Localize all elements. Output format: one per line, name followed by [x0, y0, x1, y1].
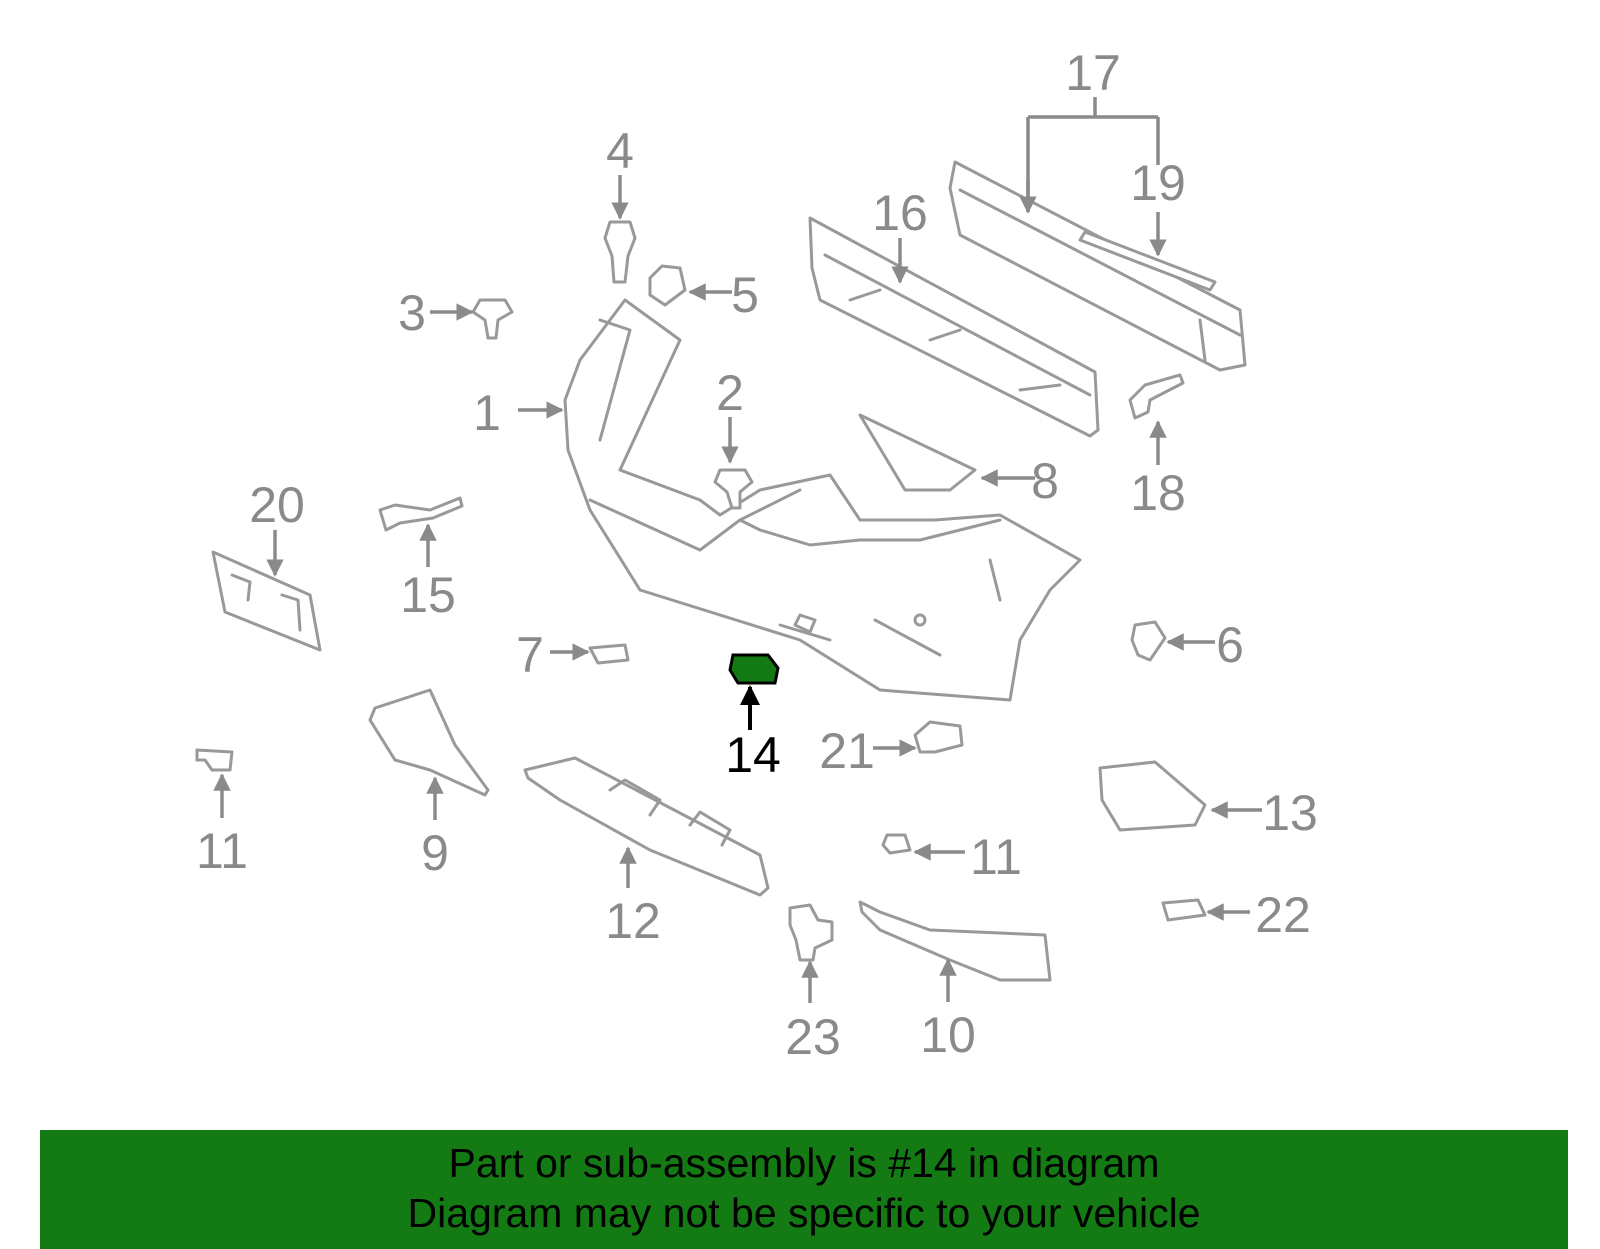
callout-10: 10 — [920, 1007, 976, 1063]
callout-6: 6 — [1216, 617, 1244, 673]
callout-17: 17 — [1065, 45, 1121, 101]
part-4-pushpin — [603, 220, 637, 284]
parts-diagram: 1 2 3 4 5 6 7 8 9 10 11 11 12 13 14 15 1… — [195, 45, 1318, 1065]
part-8-bracket — [858, 413, 977, 492]
callout-7: 7 — [516, 627, 544, 683]
callout-11-left: 11 — [196, 823, 248, 879]
callout-1: 1 — [473, 385, 501, 441]
part-12-undercover — [523, 756, 770, 897]
part-13-cover — [1098, 760, 1207, 832]
part-23-bracket — [788, 903, 834, 962]
caption-line-2: Diagram may not be specific to your vehi… — [407, 1190, 1201, 1236]
callout-20: 20 — [249, 477, 305, 533]
part-17-reinforcement — [948, 160, 1247, 372]
callout-2: 2 — [716, 365, 744, 421]
callout-13: 13 — [1262, 785, 1318, 841]
callout-4: 4 — [606, 123, 634, 179]
part-5-bracket — [648, 264, 687, 307]
part-1-bumper-cover — [563, 298, 1082, 702]
part-21-sensor — [913, 720, 964, 754]
callout-8: 8 — [1031, 453, 1059, 509]
callout-12: 12 — [605, 893, 661, 949]
part-6-clip — [1130, 620, 1167, 662]
callout-5: 5 — [731, 267, 759, 323]
part-16-absorber — [808, 216, 1100, 438]
caption-banner: Part or sub-assembly is #14 in diagram D… — [40, 1130, 1568, 1249]
callout-3: 3 — [398, 285, 426, 341]
part-11-clip-left — [195, 748, 234, 772]
callout-14-highlighted: 14 — [725, 727, 781, 783]
part-10-molding — [858, 900, 1052, 982]
part-15-rod — [378, 496, 464, 532]
callout-11-right: 11 — [970, 829, 1022, 885]
callout-16: 16 — [872, 185, 928, 241]
part-3-clip — [471, 298, 514, 340]
part-14-highlighted — [728, 653, 780, 685]
callout-22: 22 — [1255, 887, 1311, 943]
caption-line-1: Part or sub-assembly is #14 in diagram — [448, 1140, 1160, 1186]
part-18-bolt — [1128, 373, 1185, 420]
part-2-clip — [713, 468, 754, 510]
callout-15: 15 — [400, 567, 456, 623]
part-22-cover — [1161, 898, 1207, 922]
part-19-strip — [1078, 230, 1217, 292]
callout-23: 23 — [785, 1009, 841, 1065]
part-7-cap — [588, 643, 630, 665]
callout-18: 18 — [1130, 465, 1186, 521]
leader-17 — [1026, 97, 1160, 212]
part-9-bracket — [368, 688, 490, 797]
part-20-license-bracket — [211, 550, 322, 652]
part-11-clip-right — [881, 833, 912, 855]
callout-19: 19 — [1130, 155, 1186, 211]
callout-21: 21 — [819, 723, 875, 779]
callout-9: 9 — [421, 825, 449, 881]
